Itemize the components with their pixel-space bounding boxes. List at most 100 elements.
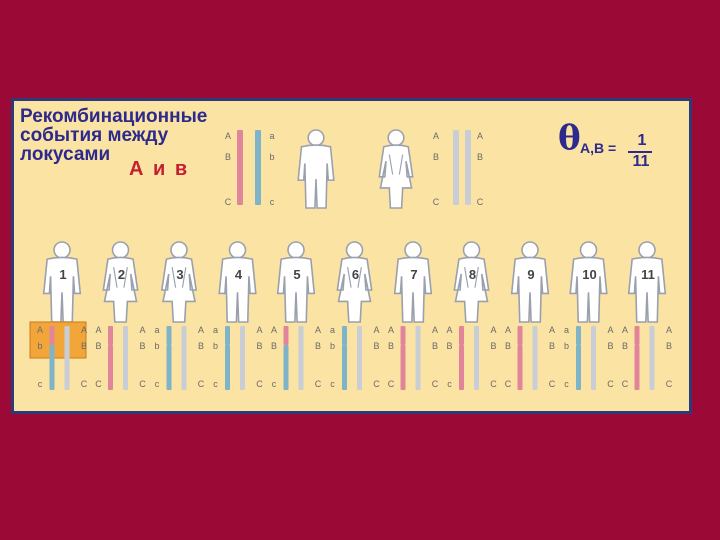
child-5-label-left-2: c <box>272 379 277 389</box>
child-4-chromosome-maternal <box>240 326 245 390</box>
child-9-label-right-0: A <box>549 325 555 335</box>
child-11-chromosome-maternal <box>649 326 655 390</box>
child-7-number: 7 <box>410 267 417 282</box>
child-7-label-left-2: C <box>388 379 395 389</box>
child-6-number: 6 <box>352 267 359 282</box>
child-9-chromosome-paternal-top <box>517 326 523 345</box>
child-10-label-right-1: B <box>607 341 613 351</box>
child-8-chromosome-paternal-top <box>459 326 464 345</box>
child-7-chromosome-maternal <box>415 326 421 390</box>
parent-mother-figure <box>378 129 414 209</box>
child-6-label-left-2: c <box>330 379 335 389</box>
child-8-label-left-2: c <box>447 379 452 389</box>
child-2-chromosome-paternal-bottom <box>108 345 113 390</box>
child-7-label-right-0: A <box>432 325 438 335</box>
child-6-label-right-2: C <box>373 379 380 389</box>
parent-father-chromosome-1 <box>255 130 261 205</box>
diagram-title: Рекомбинационные события между локусами <box>20 107 207 164</box>
child-3-label-right-0: A <box>198 325 204 335</box>
child-7-label-right-1: B <box>432 341 438 351</box>
child-6-chromosome-paternal-bottom <box>342 345 347 390</box>
child-9-label-right-2: C <box>549 379 556 389</box>
child-11-chromosome-paternal-bottom <box>634 345 640 390</box>
child-3-label-right-2: C <box>198 379 205 389</box>
child-10-figure <box>569 241 608 323</box>
parent-mother-chromosome-0 <box>453 130 459 205</box>
child-2-chromosome-maternal <box>123 326 128 390</box>
child-2-label-left-2: C <box>95 379 102 389</box>
child-2-label-right-1: B <box>139 341 145 351</box>
child-8-label-left-0: A <box>446 325 452 335</box>
title-line-2: события между <box>20 125 169 146</box>
child-9-number: 9 <box>527 267 534 282</box>
child-4-number: 4 <box>235 267 243 282</box>
child-8-chromosome-maternal <box>474 326 479 390</box>
child-11-label-left-0: A <box>622 325 628 335</box>
child-9-label-left-1: B <box>505 341 511 351</box>
child-1-figure <box>42 241 82 323</box>
child-7-chromosome-paternal-bottom <box>400 345 406 390</box>
child-4-chromosome-paternal-top <box>225 326 230 345</box>
child-3-label-right-1: B <box>198 341 204 351</box>
theta-symbol: θ <box>558 118 581 158</box>
child-9-label-left-2: C <box>505 379 512 389</box>
child-6-label-left-1: b <box>330 341 335 351</box>
child-2-label-left-1: B <box>95 341 101 351</box>
child-9-chromosome-paternal-bottom <box>517 345 523 390</box>
child-10-chromosome-maternal <box>591 326 596 390</box>
child-5-number: 5 <box>293 267 300 282</box>
child-6-figure <box>336 241 373 323</box>
fraction-denominator: 11 <box>632 153 650 170</box>
child-4-label-right-1: B <box>256 341 262 351</box>
parent-father-label-right-2: c <box>270 197 275 207</box>
child-5-figure <box>276 241 316 323</box>
fraction-numerator: 1 <box>637 132 647 149</box>
child-3-number: 3 <box>176 267 183 282</box>
child-4-figure <box>218 241 257 323</box>
child-6-chromosome-paternal-top <box>342 326 347 345</box>
child-7-chromosome-paternal-top <box>400 326 406 345</box>
child-7-label-left-0: A <box>388 325 394 335</box>
child-5-chromosome-paternal-top <box>283 326 289 345</box>
parent-father-figure <box>297 129 335 209</box>
child-5-label-right-0: A <box>315 325 321 335</box>
child-5-label-left-0: A <box>271 325 277 335</box>
title-line-3: локусами <box>20 144 111 165</box>
child-8-label-right-2: C <box>490 379 497 389</box>
child-5-chromosome-maternal <box>298 326 304 390</box>
child-8-label-right-1: B <box>490 341 496 351</box>
recombination-fraction-formula: θ A,B = 1 11 <box>558 118 652 170</box>
child-11-label-right-2: C <box>666 379 673 389</box>
child-1-label-left-2: c <box>38 379 43 389</box>
parent-mother-label-right-1: B <box>477 152 483 162</box>
child-1-label-left-1: b <box>37 341 42 351</box>
parent-mother-label-left-2: C <box>433 197 440 207</box>
child-4-chromosome-paternal-bottom <box>225 345 230 390</box>
child-10-label-right-2: C <box>607 379 614 389</box>
loci-label: А и в <box>129 158 190 180</box>
parent-father-label-left-1: B <box>225 152 231 162</box>
child-3-chromosome-paternal-bottom <box>166 345 172 390</box>
child-10-number: 10 <box>582 267 596 282</box>
child-8-chromosome-paternal-bottom <box>459 345 464 390</box>
child-4-label-right-0: A <box>256 325 262 335</box>
child-3-figure <box>160 241 198 323</box>
child-11-figure <box>627 241 667 323</box>
title-line-1: Рекомбинационные <box>20 106 208 127</box>
child-11-label-left-1: B <box>622 341 628 351</box>
child-4-label-right-2: C <box>256 379 263 389</box>
child-11-number: 11 <box>641 267 655 282</box>
child-9-label-right-1: B <box>549 341 555 351</box>
child-5-label-left-1: B <box>271 341 277 351</box>
child-8-label-right-0: A <box>490 325 496 335</box>
child-1-label-right-1: B <box>81 341 87 351</box>
child-7-label-left-1: B <box>388 341 394 351</box>
child-10-label-right-0: A <box>607 325 613 335</box>
child-11-label-right-1: B <box>666 341 672 351</box>
child-8-label-left-1: B <box>446 341 452 351</box>
child-10-chromosome-paternal-bottom <box>576 345 581 390</box>
parent-father-label-left-0: A <box>225 131 231 141</box>
child-8-figure <box>453 241 490 323</box>
child-2-label-left-0: A <box>95 325 101 335</box>
